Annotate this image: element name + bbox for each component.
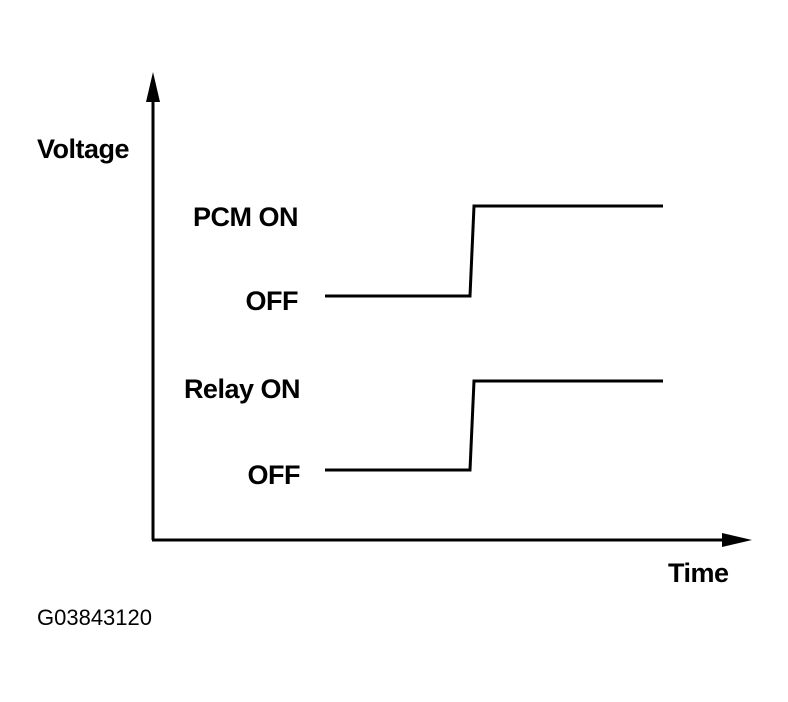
time-axis-label: Time xyxy=(668,558,729,588)
relay-signal-trace xyxy=(325,379,663,472)
pcm-off-label: OFF xyxy=(246,286,299,316)
pcm-on-label: PCM ON xyxy=(193,202,298,232)
relay-on-label: Relay ON xyxy=(184,374,300,404)
voltage-axis-label: Voltage xyxy=(37,134,129,164)
voltage-axis-arrow-icon xyxy=(146,72,160,102)
pcm-signal-trace xyxy=(325,204,663,298)
time-axis-arrow-icon xyxy=(722,533,752,547)
figure-code: G03843120 xyxy=(37,605,152,630)
relay-off-label: OFF xyxy=(248,460,301,490)
